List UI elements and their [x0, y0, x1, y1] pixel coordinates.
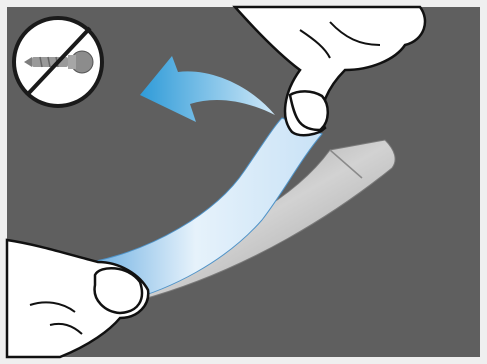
bottom-hand — [5, 238, 150, 359]
top-hand — [232, 5, 427, 137]
peel-arrow-icon — [140, 56, 275, 122]
no-screws-icon — [12, 16, 104, 108]
screw-icon — [24, 50, 94, 74]
